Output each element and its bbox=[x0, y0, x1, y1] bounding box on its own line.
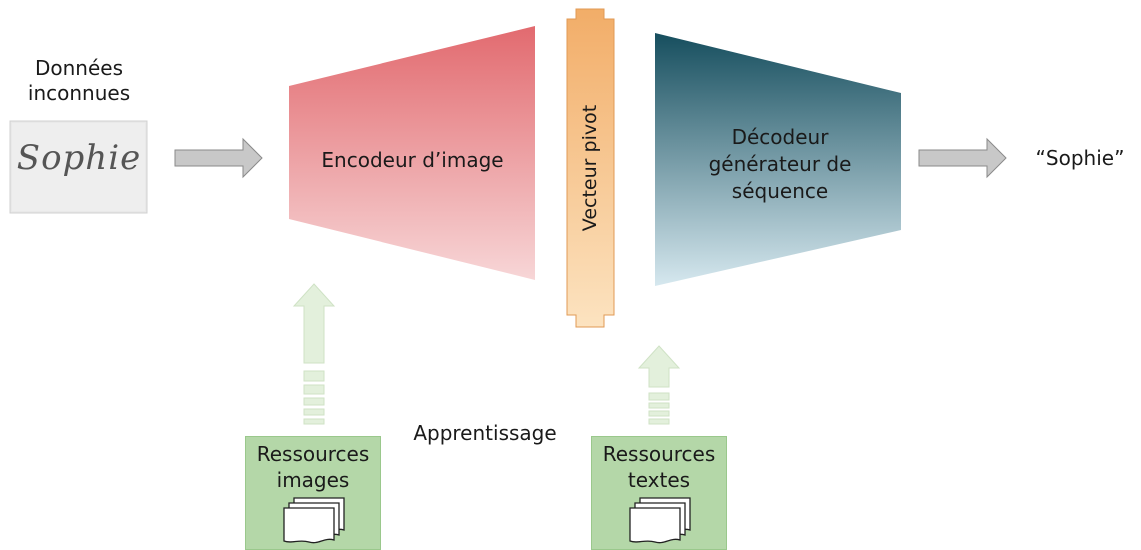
encoder-label: Encodeur d’image bbox=[321, 148, 504, 172]
resources-images-box: Ressources images bbox=[245, 436, 381, 550]
resources-texts-label: Ressources textes bbox=[602, 442, 716, 492]
output-label: “Sophie” bbox=[1035, 146, 1125, 170]
decoder-shape bbox=[655, 33, 901, 286]
resources-images-label: Ressources images bbox=[256, 442, 370, 492]
training-label: Apprentissage bbox=[413, 421, 557, 445]
input-arrow bbox=[174, 137, 263, 179]
handwritten-sophie-image: Sophie bbox=[16, 138, 142, 178]
input-image-paper bbox=[12, 123, 145, 211]
training-arrow-images bbox=[292, 283, 336, 425]
decoder-label: Décodeur générateur de séquence bbox=[708, 125, 852, 203]
training-arrow-texts bbox=[637, 345, 681, 425]
resources-texts-box: Ressources textes bbox=[591, 436, 727, 550]
pivot-shape bbox=[566, 8, 615, 328]
encoder-shape bbox=[289, 26, 535, 280]
input-label: Données inconnues bbox=[27, 56, 131, 105]
output-arrow bbox=[918, 137, 1007, 179]
